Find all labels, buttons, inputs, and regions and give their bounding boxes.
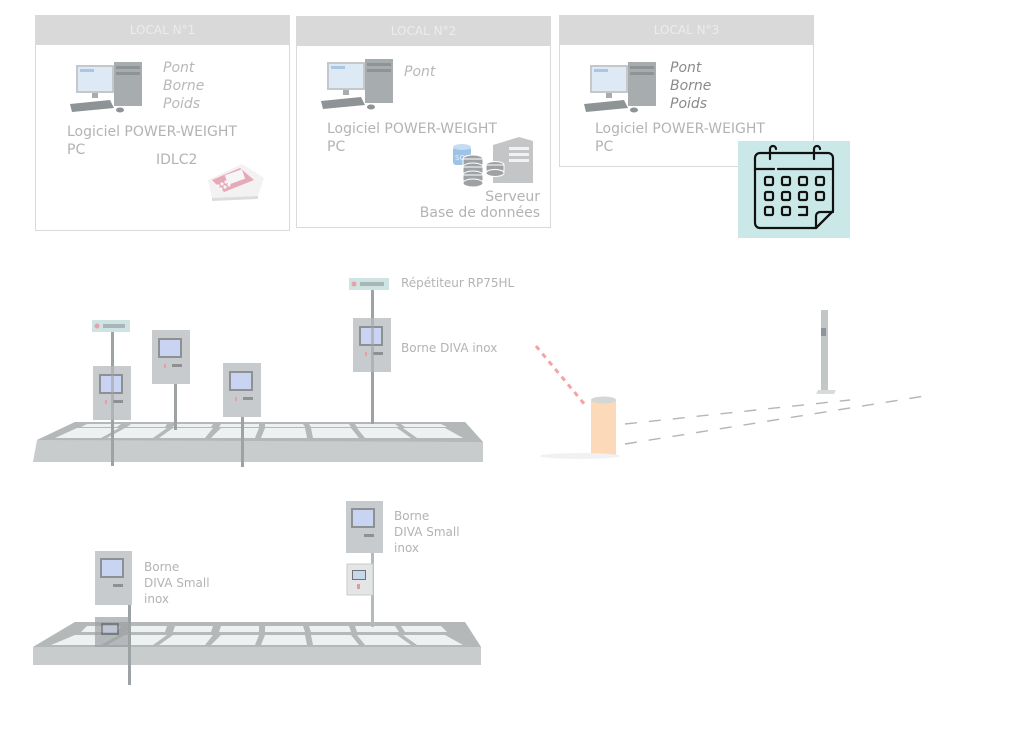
diva-small-terminal [346, 501, 383, 553]
database-server-icon: SQL [453, 137, 533, 188]
local-2-software: Logiciel POWER-WEIGHT PC [327, 120, 497, 156]
diva-small-terminal-lower [95, 617, 129, 647]
platform-grid [55, 424, 463, 438]
barrier-scene [534, 310, 926, 459]
local-3-title: LOCAL N°3 [560, 16, 813, 45]
calendar-tile[interactable] [738, 141, 850, 238]
software-name: Logiciel POWER-WEIGHT [595, 121, 765, 137]
borne-diva-small-label-left: Borne DIVA Small inox [144, 559, 210, 607]
local-2-roles: Pont [404, 63, 435, 81]
weighbridge-scene-2 [33, 501, 481, 685]
pc-workstation-icon [70, 62, 142, 113]
local-1-roles: Pont Borne Poids [163, 59, 204, 113]
label-line: DIVA Small [144, 576, 210, 590]
software-platform: PC [67, 142, 86, 158]
diva-terminal [223, 363, 261, 417]
server-label-line1: Serveur [485, 189, 540, 205]
software-name: Logiciel POWER-WEIGHT [327, 121, 497, 137]
role-pont: Pont [404, 64, 436, 80]
pole [174, 380, 177, 430]
server-label: Serveur Base de données [420, 189, 540, 221]
lane-marking [624, 395, 926, 445]
barrier-arm [534, 345, 588, 407]
barrier-body [591, 400, 616, 457]
sql-badge: SQL [455, 154, 469, 162]
repeater-display-rp75hl [349, 278, 389, 290]
borne-diva-inox-label: Borne DIVA inox [401, 341, 498, 355]
role-borne: Borne [670, 78, 712, 94]
local-2-panel: LOCAL N°2 Pont Logiciel POWER-WEIGHT PC … [296, 16, 551, 228]
idlc2-device-icon [208, 164, 264, 201]
label-line: DIVA Small [394, 525, 460, 539]
role-pont: Pont [163, 60, 195, 76]
borne-diva-small-label-right: Borne DIVA Small inox [394, 508, 460, 556]
pole [241, 415, 244, 467]
idlc2-label: IDLC2 [156, 152, 198, 168]
role-poids: Poids [163, 96, 201, 112]
label-line: Borne [144, 560, 180, 574]
software-name: Logiciel POWER-WEIGHT [67, 124, 237, 140]
label-line: inox [144, 592, 170, 606]
diva-small-panel [346, 563, 374, 596]
role-pont: Pont [670, 60, 702, 76]
software-platform: PC [327, 139, 346, 155]
local-3-software: Logiciel POWER-WEIGHT PC [595, 120, 765, 156]
local-1-panel: LOCAL N°1 Pont Borne Poids Logiciel POWE… [35, 15, 290, 231]
diva-terminal [152, 330, 190, 384]
pc-workstation-icon [321, 59, 393, 110]
pc-workstation-icon [584, 62, 656, 113]
weighbridge-scene-1 [33, 278, 483, 467]
access-post [816, 310, 836, 394]
lane-marking [624, 399, 851, 425]
repeater-rp75hl-label: Répétiteur RP75HL [401, 276, 515, 290]
local-1-title: LOCAL N°1 [36, 16, 289, 45]
label-line: inox [394, 541, 420, 555]
software-platform: PC [595, 139, 614, 155]
role-borne: Borne [163, 78, 205, 94]
local-3-roles: Pont Borne Poids [670, 59, 711, 113]
local-1-software: Logiciel POWER-WEIGHT PC [67, 123, 237, 159]
repeater-display-left [92, 320, 130, 332]
server-label-line2: Base de données [419, 205, 540, 221]
local-2-title: LOCAL N°2 [297, 17, 550, 46]
label-line: Borne [394, 509, 430, 523]
calendar-icon [753, 144, 835, 230]
diva-small-terminal [95, 551, 132, 605]
role-poids: Poids [670, 96, 708, 112]
